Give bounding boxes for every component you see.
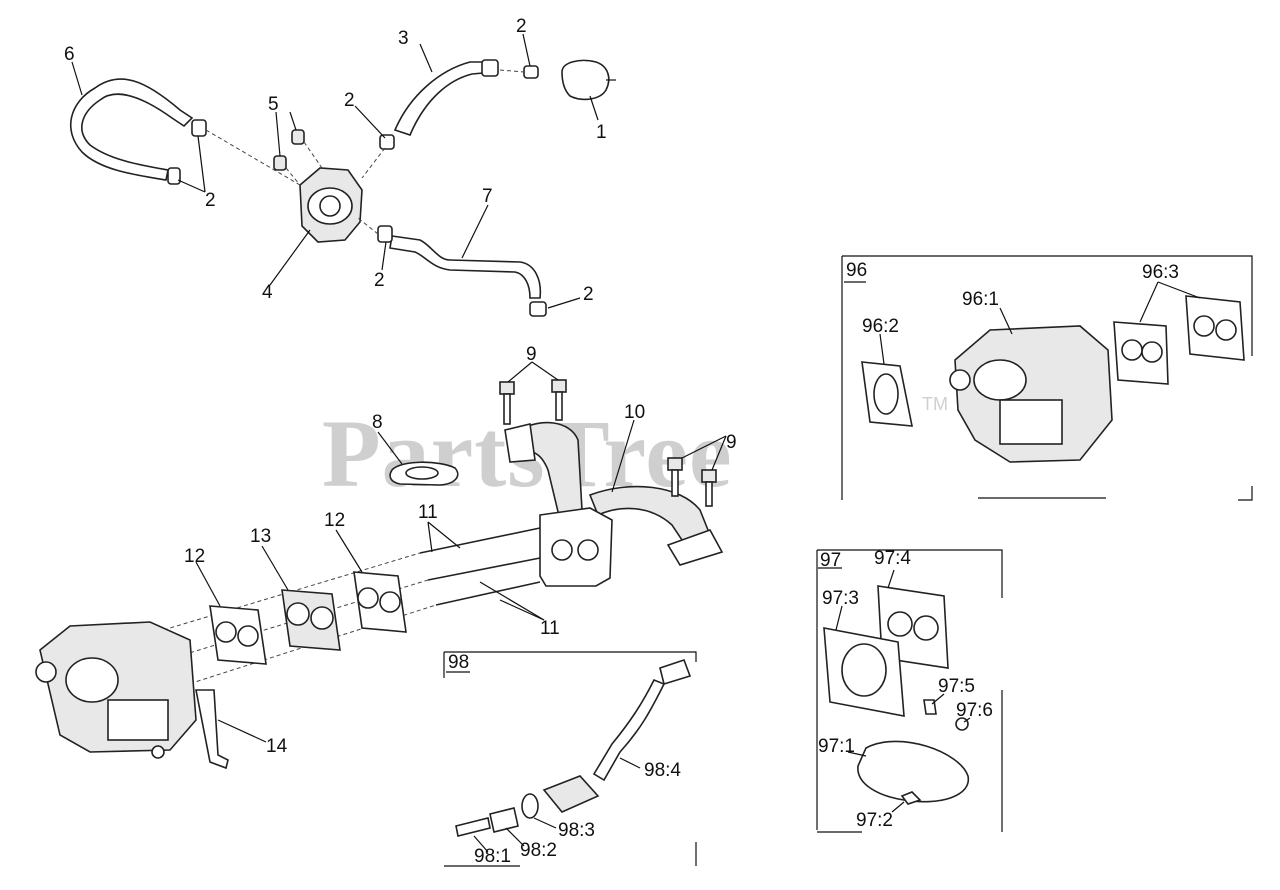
solenoid-98-4[interactable]	[542, 658, 692, 813]
screw-5-left[interactable]	[273, 155, 287, 171]
fuel-pump-4[interactable]	[299, 167, 363, 243]
callout-9-top: 9	[526, 344, 537, 365]
group-97	[816, 549, 1003, 833]
group-98-title: 98	[448, 652, 469, 673]
callout-4: 4	[262, 282, 273, 303]
callout-96-3: 96:3	[1142, 262, 1179, 283]
callout-97-4: 97:4	[874, 548, 911, 569]
bolt-9-c[interactable]	[667, 457, 683, 471]
callout-7: 7	[482, 186, 493, 207]
carburetor-96-1[interactable]	[949, 325, 1113, 463]
callout-98-4: 98:4	[644, 760, 681, 781]
clamp-2-mid[interactable]	[379, 134, 395, 150]
callout-97-6: 97:6	[956, 700, 993, 721]
callout-5: 5	[268, 94, 279, 115]
hose-7[interactable]	[389, 235, 542, 299]
clamp-2-loop-bottom[interactable]	[167, 167, 181, 185]
callout-97-3: 97:3	[822, 588, 859, 609]
callout-11-bottom: 11	[540, 618, 560, 639]
carburetor-assembly[interactable]	[35, 621, 197, 759]
callout-9-right: 9	[726, 432, 737, 453]
group-97-title: 97	[820, 550, 841, 571]
callout-1: 1	[596, 122, 607, 143]
callout-2-left: 2	[205, 190, 216, 211]
callout-12-left: 12	[184, 546, 205, 567]
callout-96-2: 96:2	[862, 316, 899, 337]
bolt-9-a-shank	[503, 393, 511, 425]
stud-11-b[interactable]	[427, 557, 541, 581]
callout-98-1: 98:1	[474, 846, 511, 867]
clamp-2-top[interactable]	[481, 59, 499, 77]
callout-2-lower: 2	[374, 270, 385, 291]
callout-98-3: 98:3	[558, 820, 595, 841]
callout-2-right: 2	[583, 284, 594, 305]
gasket-96-3-b[interactable]	[1185, 295, 1245, 361]
gasket-97-1[interactable]	[857, 740, 969, 803]
washer-98-3[interactable]	[521, 793, 539, 819]
screw-5-right[interactable]	[291, 129, 305, 145]
callout-14: 14	[266, 736, 288, 757]
callout-8: 8	[372, 412, 383, 433]
callout-6: 6	[64, 44, 75, 65]
group-96-title: 96	[846, 260, 867, 281]
nozzle-97-2[interactable]	[900, 791, 922, 805]
spring-98-2[interactable]	[489, 807, 519, 833]
bolt-9-c-shank	[671, 469, 679, 497]
callout-2-mid: 2	[344, 90, 355, 111]
clamp-2-loop-top[interactable]	[191, 119, 207, 137]
callout-12-right: 12	[324, 510, 345, 531]
hose-6[interactable]	[69, 78, 194, 181]
callout-2-top: 2	[516, 16, 527, 37]
group-98	[443, 651, 697, 867]
hose-3[interactable]	[393, 61, 495, 136]
stud-11-a[interactable]	[419, 527, 541, 554]
clamp-2-filter[interactable]	[523, 65, 539, 79]
bolt-9-d-shank	[705, 481, 713, 507]
callout-97-5: 97:5	[938, 676, 975, 697]
bolt-9-d[interactable]	[701, 469, 717, 483]
callout-97-2: 97:2	[856, 810, 893, 831]
callout-10: 10	[624, 402, 645, 423]
callout-11-top: 11	[418, 502, 438, 523]
bolt-9-b[interactable]	[551, 379, 567, 393]
clamp-2-hose7-end[interactable]	[529, 301, 547, 317]
clamp-2-hose7[interactable]	[377, 225, 393, 243]
callout-98-2: 98:2	[520, 840, 557, 861]
fuel-line-14[interactable]	[195, 689, 229, 770]
watermark-trademark: TM	[922, 394, 948, 414]
callout-13: 13	[250, 526, 271, 547]
callout-3: 3	[398, 28, 409, 49]
bolt-9-b-shank	[555, 391, 563, 421]
stud-11-c[interactable]	[435, 581, 541, 606]
plunger-98-1[interactable]	[455, 817, 491, 837]
manifold-flange[interactable]	[539, 507, 613, 587]
fuel-filter-1[interactable]	[561, 59, 610, 101]
group-96	[841, 255, 1253, 501]
callout-97-1: 97:1	[818, 736, 855, 757]
bolt-9-a[interactable]	[499, 381, 515, 395]
callout-96-1: 96:1	[962, 289, 999, 310]
